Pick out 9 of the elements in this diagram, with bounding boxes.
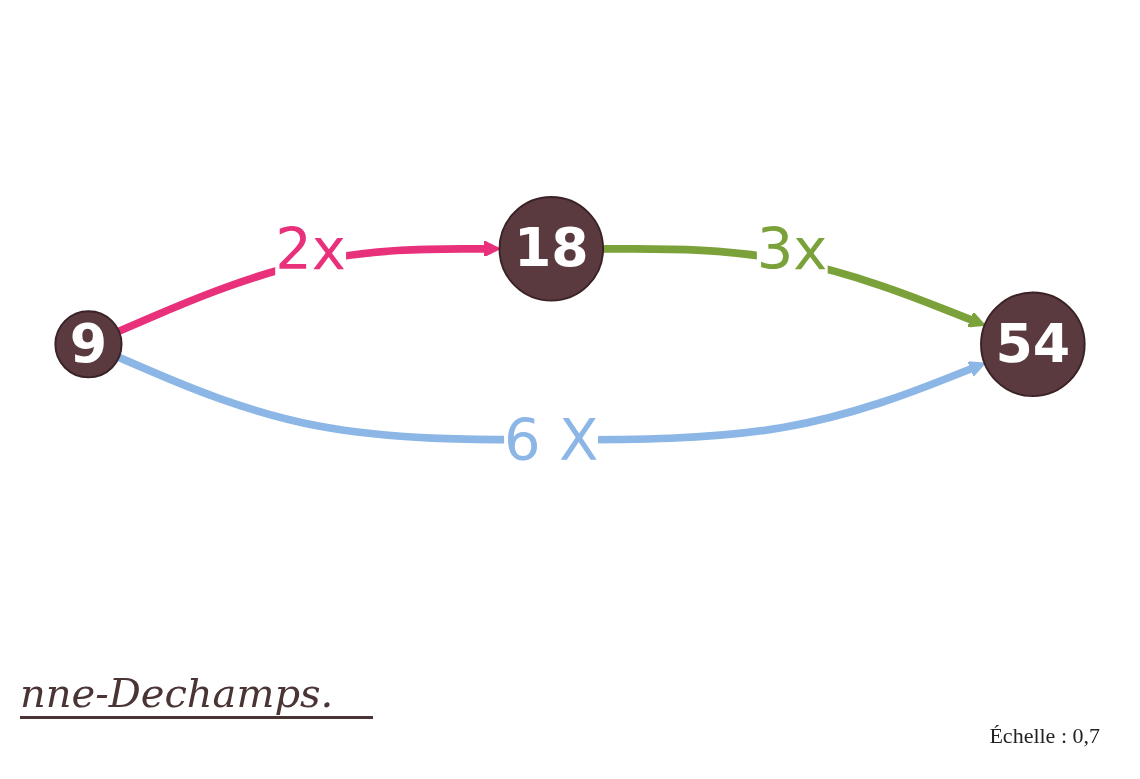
node-circle: 9 — [54, 310, 123, 379]
scale-note: Échelle : 0,7 — [989, 723, 1100, 749]
edge-label: 2x — [275, 215, 346, 283]
edge-label: 6 X — [504, 406, 599, 474]
node-circle: 18 — [498, 196, 605, 302]
signature-text: nne-Dechamps. — [20, 670, 374, 719]
node-circle: 54 — [980, 291, 1086, 398]
arrow — [117, 353, 986, 444]
edge-label: 3x — [756, 215, 828, 283]
